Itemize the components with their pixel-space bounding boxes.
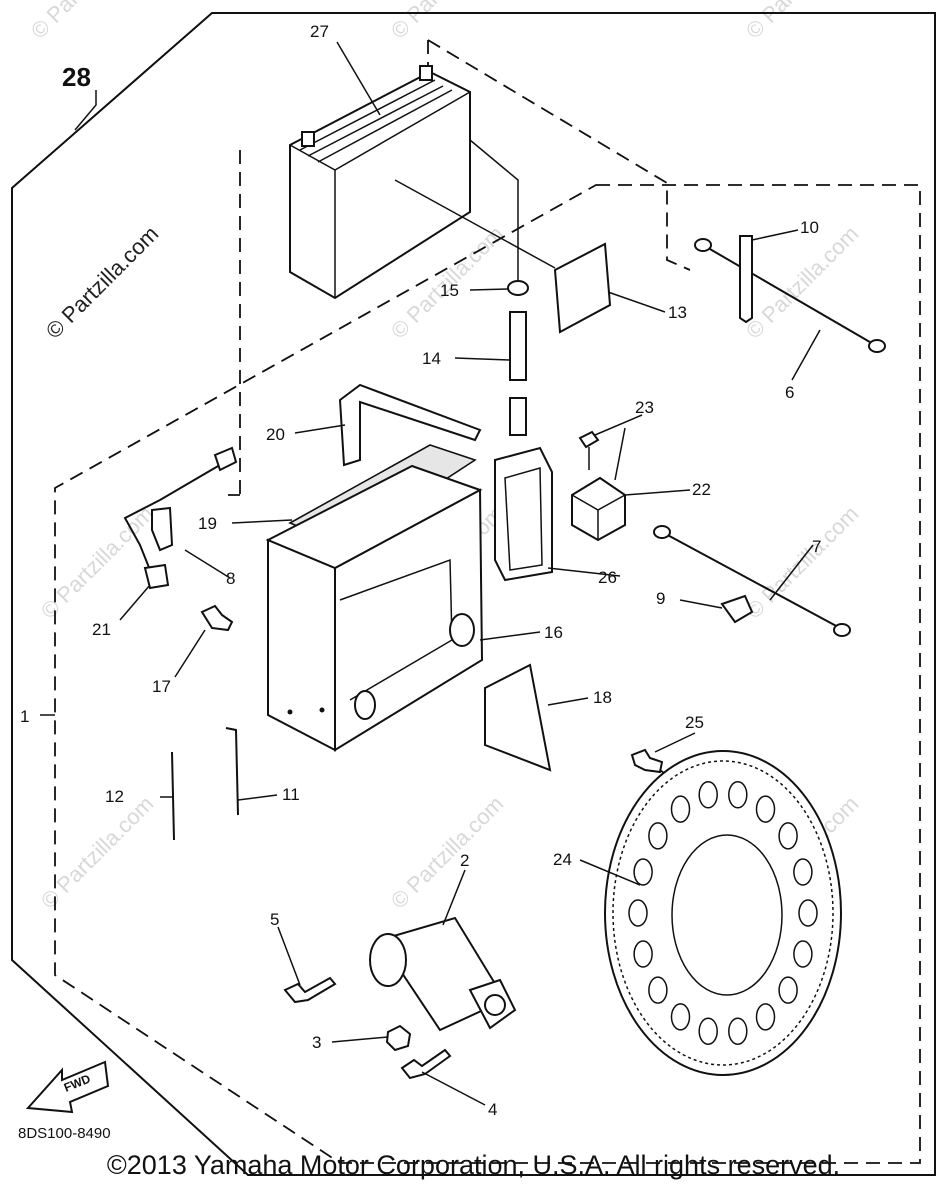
part-26-cover [494,446,553,582]
part-5-bolt [283,976,337,1004]
gear-plate-hole [698,781,718,809]
copyright-notice: ©2013 Yamaha Motor Corporation, U.S.A. A… [106,1150,841,1180]
part-25-bolt [630,748,664,774]
part-3-nut [385,1024,412,1052]
gear-plate-hole [670,795,691,823]
gear-plate-hole [728,1017,748,1045]
callout-12: 12 [105,787,124,806]
callout-24: 24 [553,850,572,869]
watermark: © Partzilla.com [741,501,864,624]
part-8-21-wire [123,446,238,590]
callout-20: 20 [266,425,285,444]
callout-10: 10 [800,218,819,237]
callout-8: 8 [226,569,235,588]
callout-5: 5 [270,910,279,929]
callout-14: 14 [422,349,441,368]
part-18-plate [484,663,552,772]
gear-plate-hole [728,781,748,809]
gear-plate-hole [648,822,668,850]
callout-18: 18 [593,688,612,707]
callout-21: 21 [92,620,111,639]
callout-1: 1 [20,707,29,726]
callout-19: 19 [198,514,217,533]
gear-plate-hole [793,940,813,968]
callout-13: 13 [668,303,687,322]
callout-2: 2 [460,851,469,870]
callout-6: 6 [785,383,794,402]
gear-plate-hole [633,858,653,886]
fwd-arrow: FWD [25,1060,110,1114]
battery-dashed-outline [228,39,691,496]
part-14-15-hose [469,139,529,436]
part-13-plate [553,242,612,334]
watermark-dark: © Partzilla.com [41,221,164,344]
callout-27: 27 [310,22,329,41]
callout-4: 4 [488,1100,497,1119]
part-11-tie [225,727,239,816]
callout-28: 28 [62,62,91,92]
gear-plate-hole [798,899,818,927]
callout-23: 23 [635,398,654,417]
part-16-battery-box [265,464,484,752]
watermark: © Partzilla.com [386,791,509,914]
gear-plate-hole [778,976,798,1004]
gear-plate-hole [793,858,813,886]
callout-3: 3 [312,1033,321,1052]
outer-boundary [11,12,936,1176]
watermark: © Partzilla.com [741,221,864,344]
gear-plate-hole [670,1003,691,1031]
part-7-9-lead [653,525,851,637]
gear-plate-hole [633,940,653,968]
part-20-band [338,383,482,467]
callout-25: 25 [685,713,704,732]
part-4-bolt [400,1048,452,1080]
gear-plate-hole [755,795,776,823]
part-24-gear-plate [604,750,842,1076]
callout-17: 17 [152,677,171,696]
watermark: © Partzilla.com [741,0,864,44]
diagram-code: 8DS100-8490 [18,1125,111,1142]
inner-dashed-boundary [54,184,921,1164]
gear-plate-hole [648,976,668,1004]
callout-15: 15 [440,281,459,300]
callout-11: 11 [282,785,300,804]
leader-lines [40,41,821,1106]
gear-plate-hole [755,1003,776,1031]
callout-labels: 1 2 3 4 5 6 7 8 9 10 11 12 13 14 15 16 1… [18,22,821,1142]
gear-plate-hole [698,1017,718,1045]
part-6-10-lead [694,235,886,353]
part-12-tie [171,751,175,841]
callout-22: 22 [692,480,711,499]
part-17-bolt [200,604,234,632]
part-2-starter-motor [369,916,517,1032]
gear-plate-hole [628,899,648,927]
callout-26: 26 [598,568,617,587]
watermark: © Partzilla.com [386,0,509,44]
callout-9: 9 [656,589,665,608]
watermark: © Partzilla.com [26,0,149,44]
part-22-23-relay [571,427,626,542]
battery [289,65,556,300]
gear-plate-hole [778,822,798,850]
callout-7: 7 [812,537,821,556]
callout-16: 16 [544,623,563,642]
watermark: © Partzilla.com [36,501,159,624]
